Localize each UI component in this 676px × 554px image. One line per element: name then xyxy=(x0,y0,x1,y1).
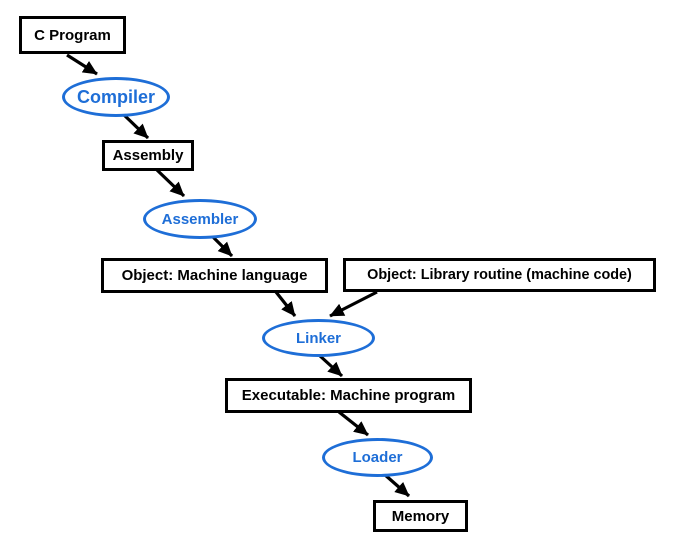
node-loader: Loader xyxy=(322,438,433,477)
arrow-assembly-to-assembler xyxy=(155,168,186,198)
node-compiler: Compiler xyxy=(62,77,170,117)
node-object-machine-language: Object: Machine language xyxy=(101,258,328,293)
node-memory: Memory xyxy=(373,500,468,532)
arrow-c-program-to-compiler xyxy=(66,53,98,76)
arrow-object-library-routine-to-linker xyxy=(329,290,378,318)
node-assembly: Assembly xyxy=(102,140,194,171)
node-executable-machine-program: Executable: Machine program xyxy=(225,378,472,413)
arrow-object-machine-language-to-linker xyxy=(274,291,297,317)
node-linker: Linker xyxy=(262,319,375,357)
arrow-loader-to-memory xyxy=(382,472,411,498)
arrow-assembler-to-object-machine-language xyxy=(210,234,234,258)
arrow-compiler-to-assembly xyxy=(121,112,150,140)
arrow-executable-to-loader xyxy=(338,410,369,437)
arrow-linker-to-executable xyxy=(317,353,344,378)
node-c-program: C Program xyxy=(19,16,126,54)
node-object-library-routine: Object: Library routine (machine code) xyxy=(343,258,656,292)
node-assembler: Assembler xyxy=(143,199,257,239)
